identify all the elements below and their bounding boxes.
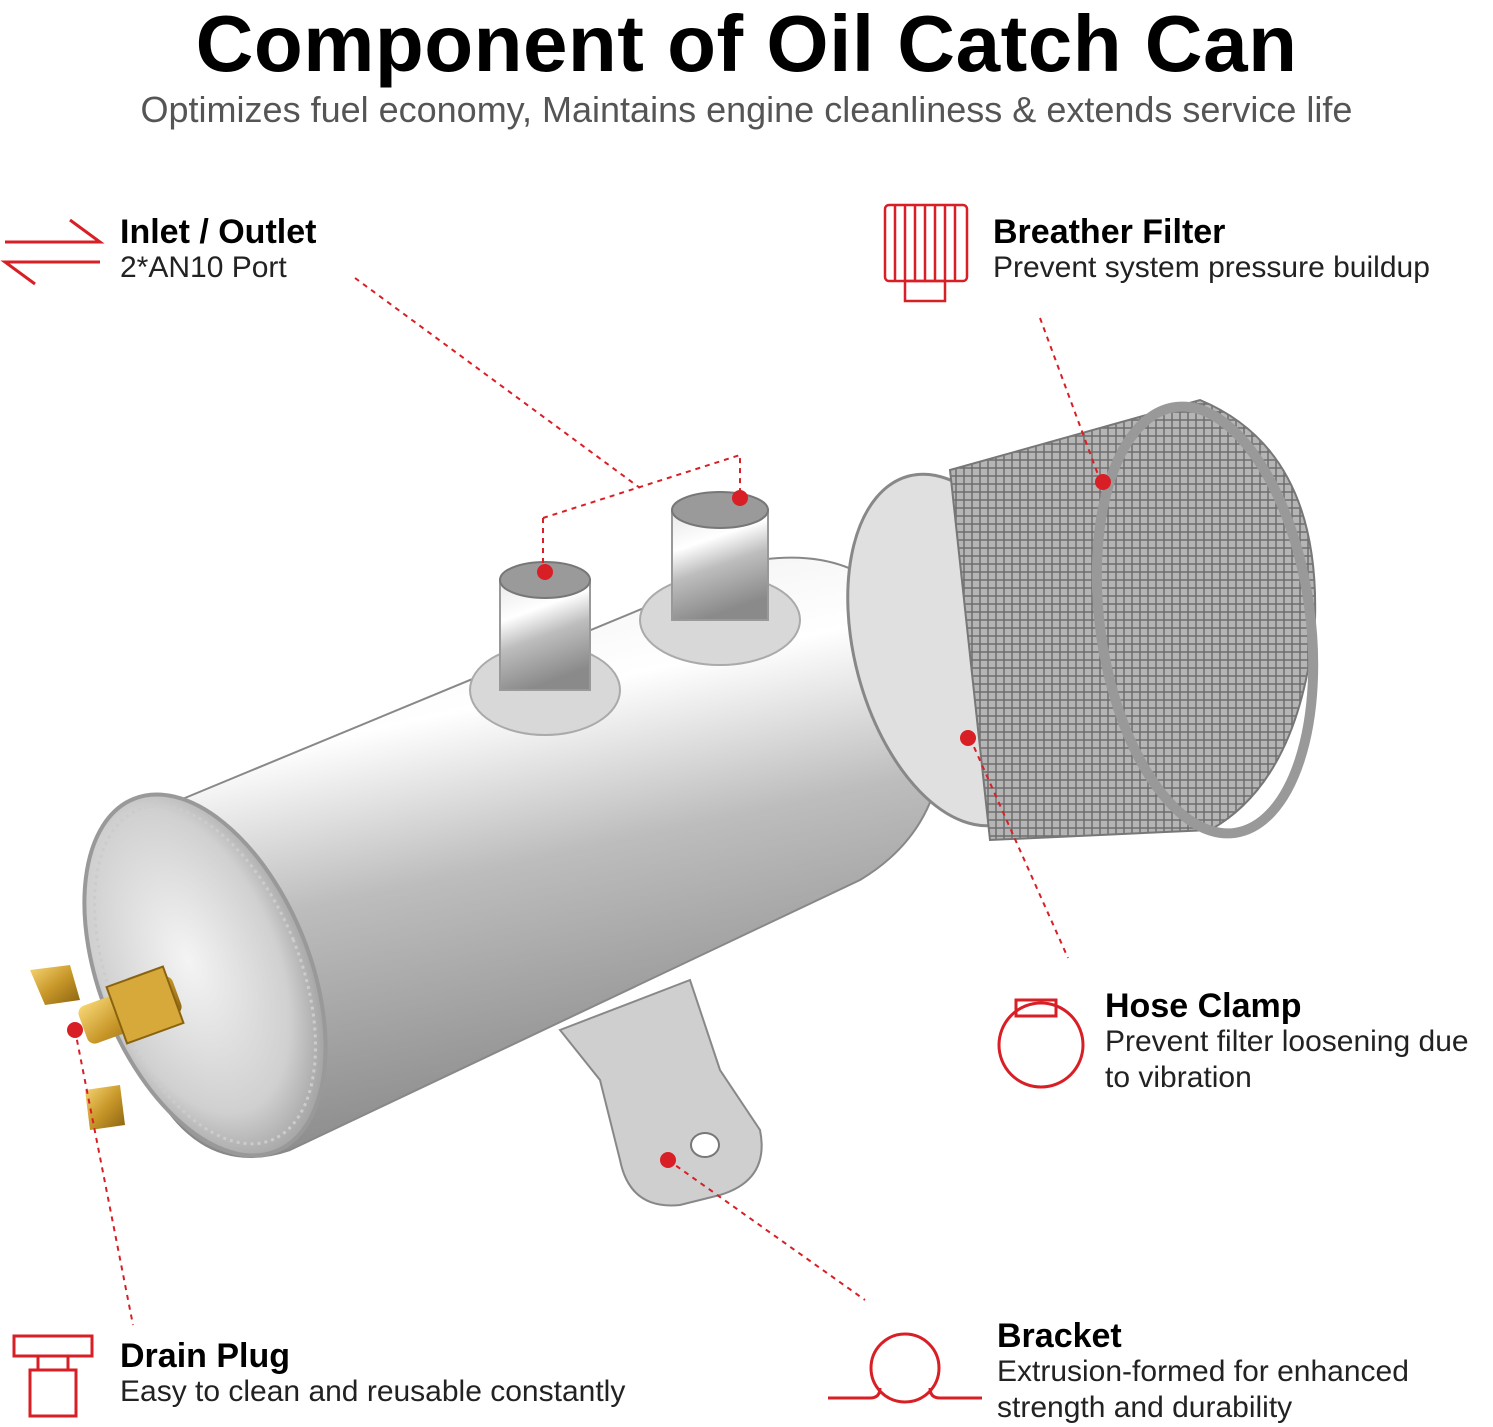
callout-drain-plug: Drain Plug Easy to clean and reusable co…	[120, 1338, 625, 1410]
arrows-exchange-icon	[0, 218, 105, 286]
inlet-outlet-desc: 2*AN10 Port	[120, 251, 287, 284]
outlet-fitting	[639, 491, 801, 666]
page-subtitle: Optimizes fuel economy, Maintains engine…	[140, 89, 1353, 130]
inlet-outlet-title: Inlet / Outlet	[120, 213, 317, 251]
drain-plug-title: Drain Plug	[120, 1337, 291, 1375]
hose-clamp-desc: Prevent filter loosening due to vibratio…	[1105, 1025, 1469, 1094]
callout-breather-filter: Breather Filter Prevent system pressure …	[993, 214, 1430, 286]
bracket-part	[558, 978, 763, 1207]
bracket-icon	[828, 1332, 982, 1404]
callout-bracket: Bracket Extrusion-formed for enhanced st…	[997, 1318, 1467, 1426]
bracket-title: Bracket	[997, 1317, 1122, 1355]
bracket-desc: Extrusion-formed for enhanced strength a…	[997, 1355, 1409, 1424]
breather-filter-desc: Prevent system pressure buildup	[993, 251, 1430, 284]
page-title: Component of Oil Catch Can	[195, 0, 1298, 88]
leader-lines	[74, 277, 1101, 1326]
breather-filter-part	[846, 398, 1319, 842]
marker-dots	[67, 474, 1111, 1168]
hose-clamp-icon	[997, 998, 1085, 1089]
catch-can-body	[82, 556, 945, 1158]
breather-filter-icon	[883, 203, 969, 303]
drain-plug-desc: Easy to clean and reusable constantly	[120, 1375, 626, 1408]
drain-plug-part	[30, 965, 185, 1130]
drain-plug-icon	[12, 1334, 94, 1418]
inlet-fitting	[469, 561, 621, 736]
callout-hose-clamp: Hose Clamp Prevent filter loosening due …	[1105, 988, 1490, 1096]
hose-clamp-title: Hose Clamp	[1105, 987, 1302, 1025]
callout-inlet-outlet: Inlet / Outlet 2*AN10 Port	[120, 214, 316, 286]
breather-filter-title: Breather Filter	[993, 213, 1226, 251]
